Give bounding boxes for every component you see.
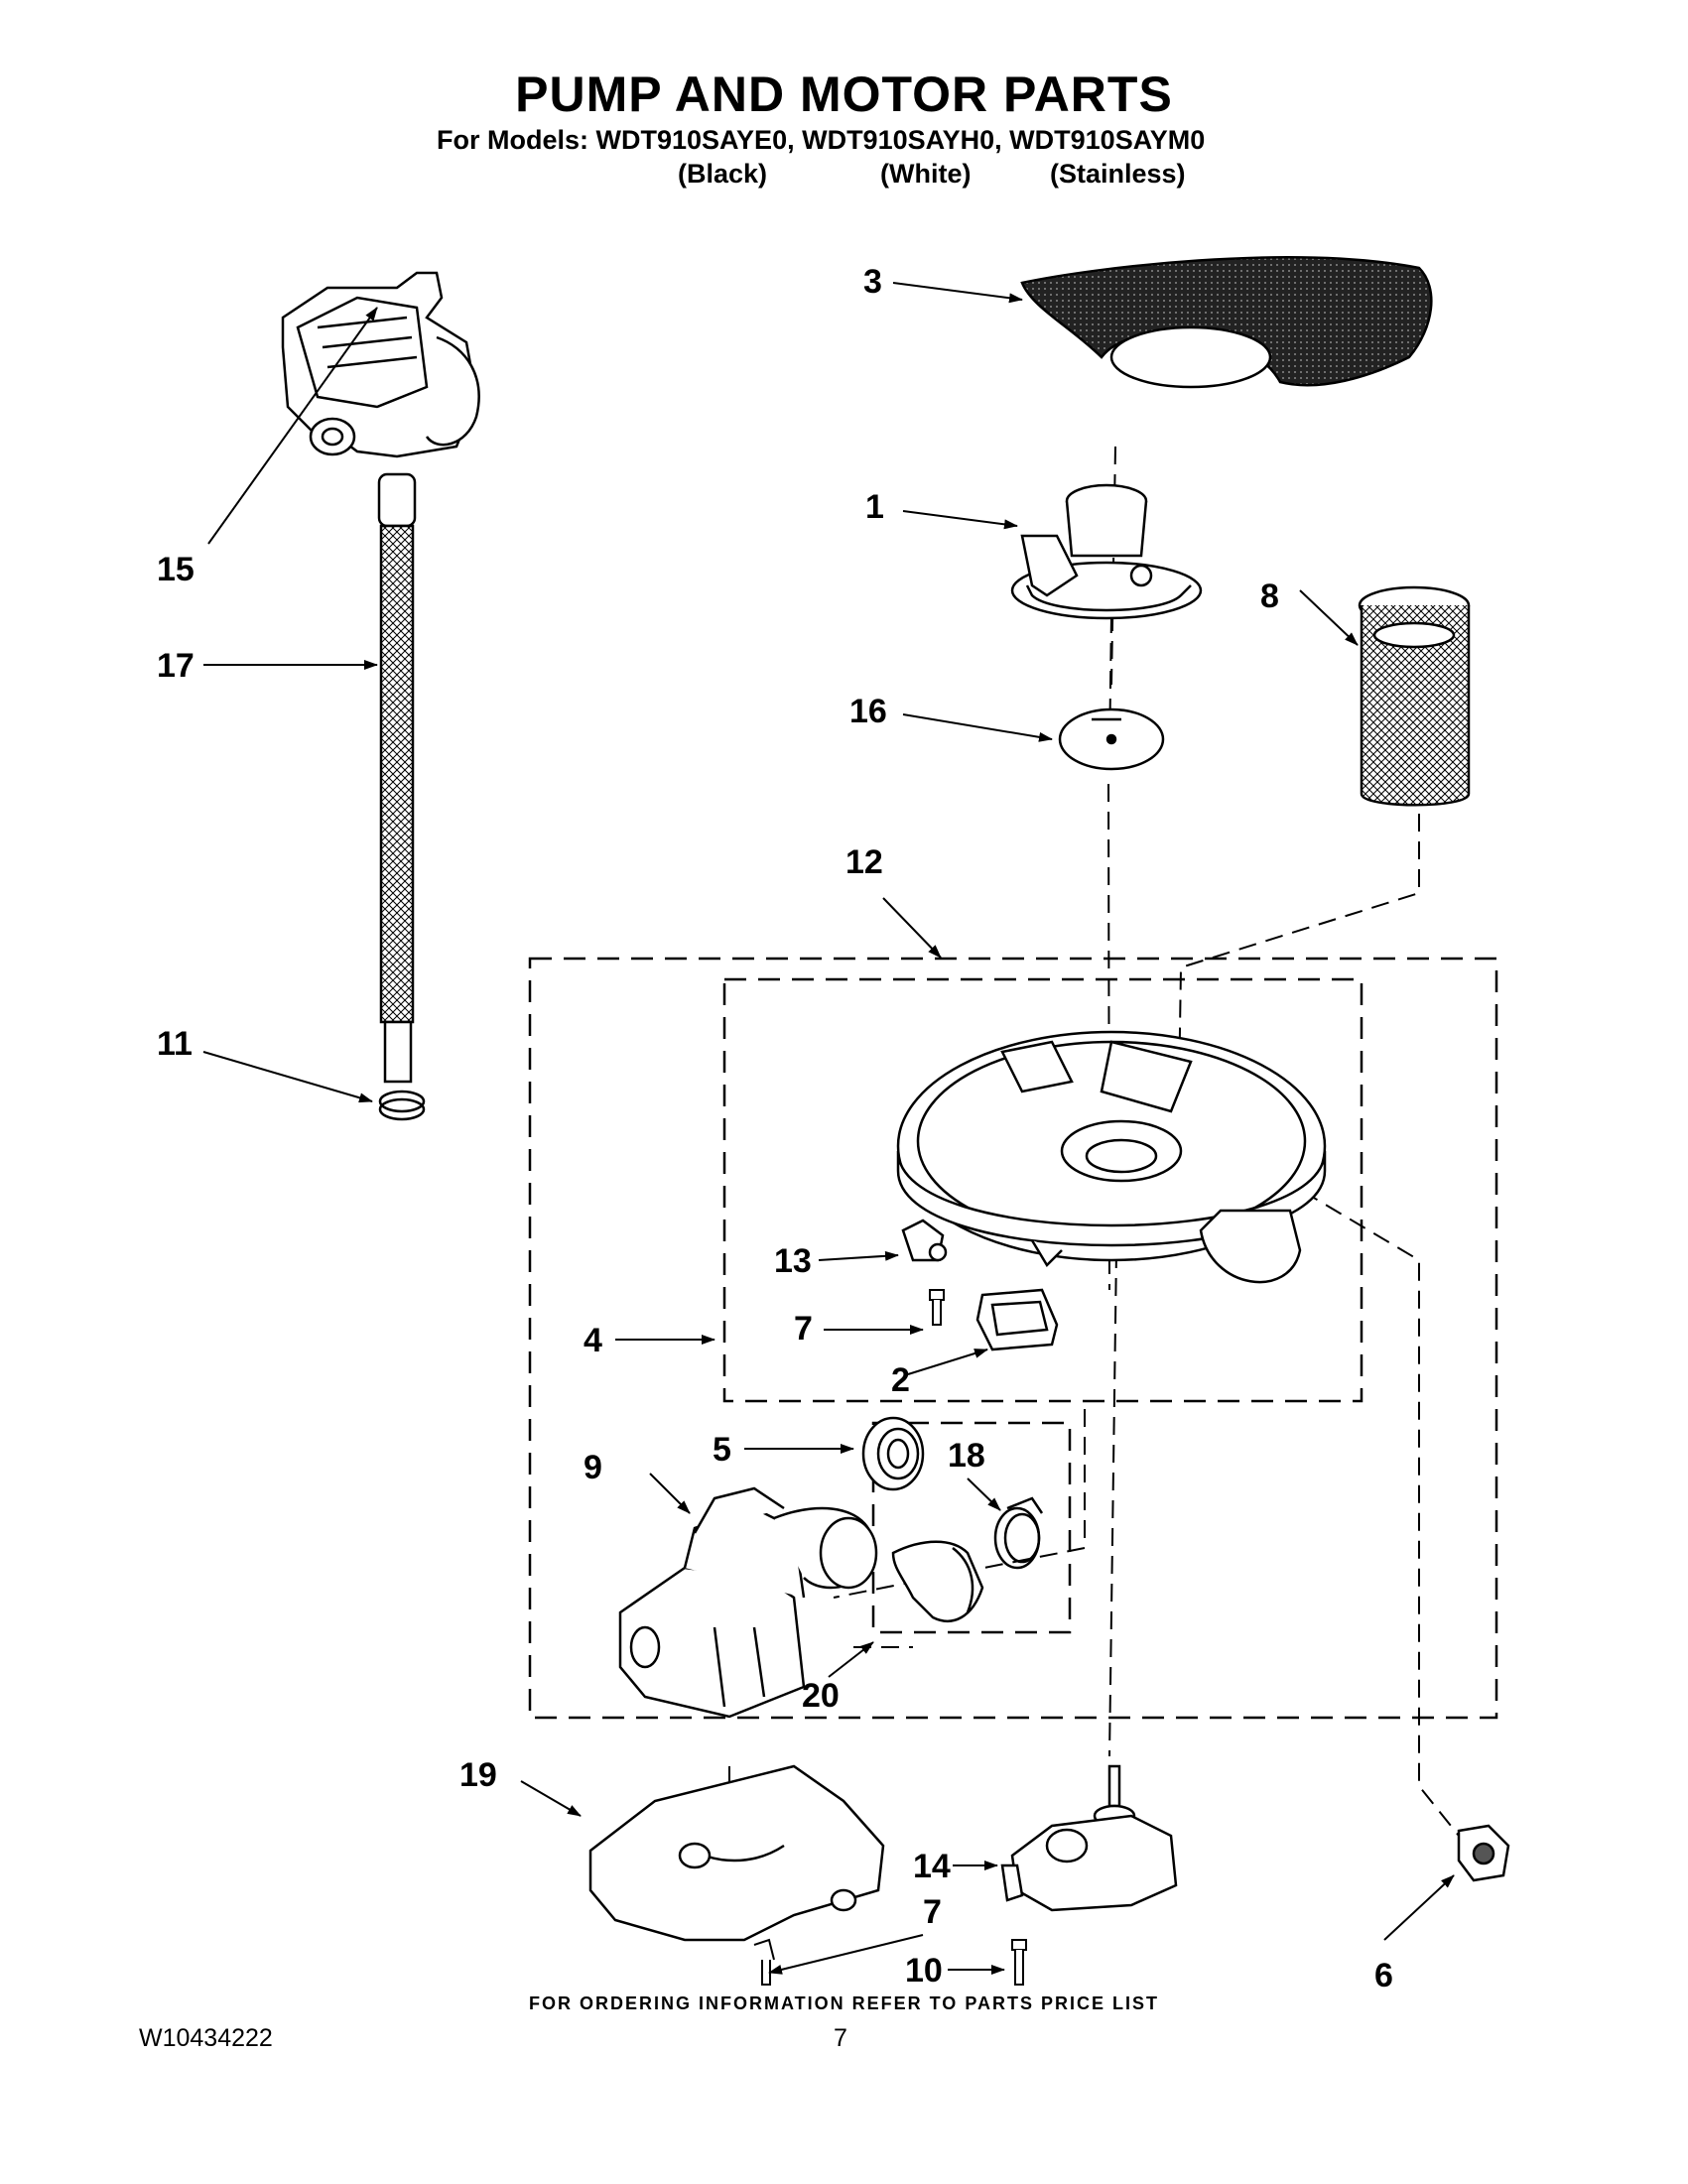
screw-part-7-lower <box>753 1938 775 1986</box>
circulation-motor-part-9 <box>618 1486 878 1719</box>
callout-7-lower: 7 <box>923 1893 942 1931</box>
motor-cover-part-19 <box>588 1764 885 1942</box>
sump-assembly-box-12 <box>528 957 1498 1720</box>
grommet-part-2 <box>975 1288 1059 1351</box>
color-stainless: (Stainless) <box>1050 159 1186 189</box>
callout-1: 1 <box>865 488 884 526</box>
document-number: W10434222 <box>139 2024 273 2052</box>
page-title: PUMP AND MOTOR PARTS <box>515 66 1173 122</box>
callout-7-upper: 7 <box>794 1310 813 1348</box>
callout-3: 3 <box>863 263 882 301</box>
seal-part-5 <box>861 1416 925 1491</box>
drain-hose-part-17 <box>377 472 417 1084</box>
sump-part-4 <box>896 1030 1327 1284</box>
callout-14: 14 <box>913 1848 951 1885</box>
callout-4: 4 <box>584 1322 602 1359</box>
callout-9: 9 <box>584 1449 602 1486</box>
drain-pump-part-15 <box>281 271 480 458</box>
color-white: (White) <box>880 159 972 189</box>
ordering-note: FOR ORDERING INFORMATION REFER TO PARTS … <box>528 1993 1159 2013</box>
leader-lines <box>202 282 1455 1975</box>
callout-8: 8 <box>1260 578 1279 615</box>
screw-part-10 <box>1011 1939 1027 1986</box>
callout-17: 17 <box>157 647 195 685</box>
screw-part-7-upper <box>929 1289 945 1326</box>
callout-12: 12 <box>845 843 883 881</box>
sump-subassembly-box-4 <box>722 977 1363 1403</box>
color-black: (Black) <box>678 159 768 189</box>
callout-18: 18 <box>948 1437 985 1475</box>
callout-20: 20 <box>802 1677 840 1715</box>
callout-16: 16 <box>849 693 887 730</box>
sensor-part-13 <box>901 1219 948 1262</box>
diverter-housing-part-1 <box>1010 483 1203 620</box>
callout-11: 11 <box>157 1025 193 1063</box>
filter-part-8 <box>1358 585 1471 807</box>
diverter-disc-part-16 <box>1058 707 1165 771</box>
callout-15: 15 <box>157 551 195 588</box>
callout-numbers: 3 1 8 16 12 15 17 11 13 7 4 2 5 9 18 20 … <box>157 263 1393 1994</box>
models-line: For Models: WDT910SAYE0, WDT910SAYH0, WD… <box>437 125 1206 155</box>
callout-10: 10 <box>905 1952 943 1990</box>
sensor-part-6 <box>1457 1824 1510 1882</box>
diverter-motor-part-14 <box>1000 1764 1178 1912</box>
callout-13: 13 <box>774 1242 812 1280</box>
callout-19: 19 <box>459 1756 497 1794</box>
callout-5: 5 <box>713 1431 731 1469</box>
hose-clamp-part-11 <box>378 1090 426 1121</box>
hose-part-20 <box>891 1540 984 1622</box>
callout-6: 6 <box>1374 1957 1393 1994</box>
filter-cover-part-3 <box>1020 256 1433 389</box>
page-number: 7 <box>834 2024 847 2052</box>
callout-2: 2 <box>891 1361 910 1399</box>
assembly-boxes <box>528 957 1498 1720</box>
clamp-part-18 <box>993 1496 1044 1570</box>
